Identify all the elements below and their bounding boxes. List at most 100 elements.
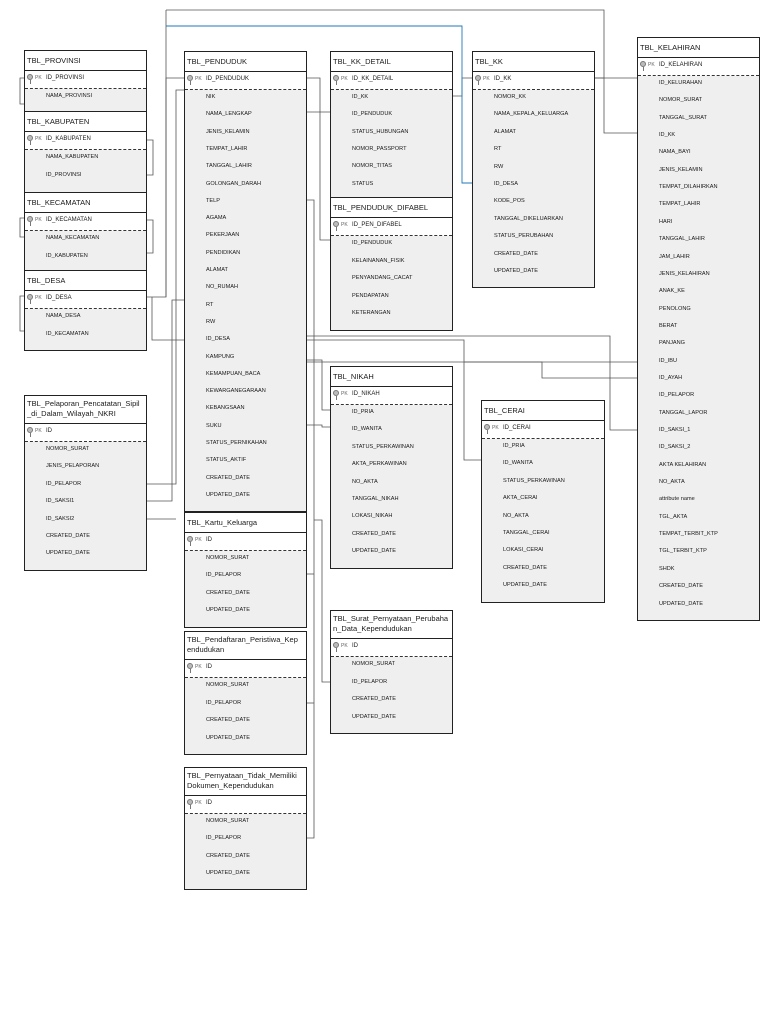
key-icon <box>27 74 33 84</box>
field: AKTA_CERAI <box>503 495 538 502</box>
field: PANJANG <box>659 340 686 347</box>
field: AKTA_PERKAWINAN <box>352 461 407 468</box>
link-penduduk-difabel <box>306 77 330 241</box>
field: ID_PELAPOR <box>206 835 242 842</box>
table-tbl-surat: TBL_Surat_Pernyataan_Perubaha n_Data_Kep… <box>330 610 453 735</box>
key-icon <box>187 536 193 546</box>
field: NO_RUMAH <box>206 284 239 291</box>
primary-key-name: ID_KK <box>494 76 512 82</box>
field: ALAMAT <box>494 128 516 135</box>
field: STATUS <box>352 180 374 187</box>
key-icon <box>333 221 339 231</box>
link-pelaporan-pelapor <box>146 89 184 485</box>
pk-tag: PK <box>341 643 348 649</box>
field: UPDATED_DATE <box>352 713 396 720</box>
field: ID_WANITA <box>503 460 533 467</box>
field: PENDAPATAN <box>352 292 389 299</box>
field: TANGGAL_LAHIR <box>206 163 252 170</box>
pk-tag: PK <box>35 75 42 81</box>
field: ID_KABUPATEN <box>46 253 88 259</box>
table-title: TBL_DESA <box>25 271 146 291</box>
field: RW <box>494 163 504 170</box>
primary-key-name: ID_DESA <box>46 295 72 301</box>
field: JENIS_KELAHIRAN <box>659 270 710 277</box>
field: UPDATED_DATE <box>206 607 250 614</box>
field: CREATED_DATE <box>503 564 547 571</box>
link-penduduk-documents <box>306 199 315 839</box>
field: UPDATED_DATE <box>206 491 250 498</box>
key-icon <box>187 663 193 673</box>
field: ID_PENDUDUK <box>352 240 393 246</box>
field: STATUS_PERKAWINAN <box>352 443 414 450</box>
field: UPDATED_DATE <box>206 869 250 876</box>
field: STATUS_PERUBAHAN <box>494 233 554 240</box>
field: RT <box>494 146 502 153</box>
field: NOMOR_KK <box>494 94 527 100</box>
field: ID_PELAPOR <box>352 678 388 685</box>
key-icon <box>475 75 481 85</box>
field: ID_PROVINSI <box>46 172 82 178</box>
link-top-bar <box>166 9 605 78</box>
primary-key-name: ID_KECAMATAN <box>46 217 92 223</box>
table-title: TBL_KK <box>473 52 594 72</box>
field: NIK <box>206 94 216 100</box>
field: NOMOR_SURAT <box>46 446 90 452</box>
field: NOMOR_PASSPORT <box>352 145 407 152</box>
field: NO_AKTA <box>503 512 529 519</box>
field: TGL_AKTA <box>659 513 688 520</box>
pk-tag: PK <box>35 136 42 142</box>
field: ID_KECAMATAN <box>46 330 89 337</box>
primary-key-name: ID_CERAI <box>503 425 531 431</box>
field: UPDATED_DATE <box>503 582 547 589</box>
field: CREATED_DATE <box>352 530 396 537</box>
pk-tag: PK <box>341 222 348 228</box>
field: AKTA KELAHIRAN <box>659 461 707 468</box>
field: STATUS_PERKAWINAN <box>503 477 565 484</box>
key-icon <box>333 642 339 652</box>
table-title: TBL_PENDUDUK <box>185 52 306 72</box>
primary-key-name: ID_PENDUDUK <box>206 76 250 82</box>
field: TANGGAL_SURAT <box>659 114 707 121</box>
table-title: TBL_KECAMATAN <box>25 193 146 213</box>
field-list: ID_PENDUDUK KELAINANAN_FISIK PENYANDANG_CA… <box>331 236 452 330</box>
field: TANGGAL_LAPOR <box>659 409 708 416</box>
field: ID_DESA <box>494 181 518 187</box>
field: PEKERJAAN <box>206 232 240 239</box>
field: NAMA_KEPALA_KELUARGA <box>494 111 569 118</box>
field: PENYANDANG_CACAT <box>352 275 413 281</box>
pk-tag: PK <box>341 76 348 82</box>
field: STATUS_HUBUNGAN <box>352 128 409 135</box>
field: SHDK <box>659 565 675 572</box>
table-title: TBL_CERAI <box>482 401 604 421</box>
link-penduduk-cerai <box>306 339 481 461</box>
table-title: TBL_KELAHIRAN <box>638 38 759 58</box>
field: NO_AKTA <box>352 478 378 485</box>
field: KELAINANAN_FISIK <box>352 257 405 264</box>
field: ID_SAKSI1 <box>46 498 75 505</box>
primary-key-name: ID_KABUPATEN <box>46 136 91 142</box>
key-icon <box>27 427 33 437</box>
field: ID_KELURAHAN <box>659 80 702 86</box>
pk-tag: PK <box>195 537 202 543</box>
table-tbl-pelaporan: TBL_Pelaporan_Pencatatan_Sipil _di_Dalam… <box>24 395 147 571</box>
field: ID_PRIA <box>503 443 525 449</box>
link-penduduk-nikah-wanita <box>306 424 330 428</box>
